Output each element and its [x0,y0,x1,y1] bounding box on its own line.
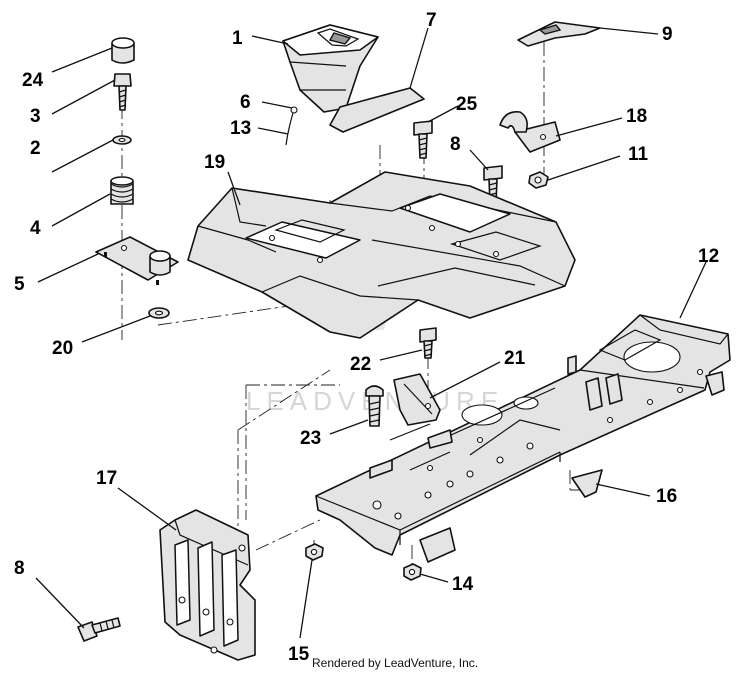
part-12-frame [315,314,731,563]
callout-5: 5 [14,274,25,295]
part-7-decal [329,87,425,133]
callout-6: 6 [240,92,251,113]
callout-20: 20 [52,338,73,359]
callout-11: 11 [628,144,649,165]
part-15-nut [305,543,324,561]
callout-2: 2 [30,138,41,159]
leader-lines [35,27,707,639]
callout-16: 16 [656,486,677,507]
part-19-fender [187,171,576,339]
callout-9: 9 [662,24,673,45]
part-22-bolt [419,327,437,359]
callout-1: 1 [232,28,243,49]
callout-numbers: 1 2 3 4 5 6 7 8 8 9 11 12 13 14 15 16 17… [14,10,719,665]
callout-8-lower: 8 [14,558,25,579]
part-1-console-tray [282,24,379,113]
callout-14: 14 [452,574,474,595]
callout-21: 21 [504,348,526,369]
part-4-spring [110,176,134,205]
part-18-clamp [499,110,561,153]
callout-4: 4 [30,218,41,239]
part-2-washer [112,135,132,145]
part-5-switch-plate [95,236,179,285]
callout-23: 23 [300,428,321,449]
part-8-bolt-lower [77,617,121,642]
callout-12: 12 [698,246,719,267]
callout-13: 13 [230,118,251,139]
part-17-side-plate [159,509,256,661]
part-25-bolt [413,120,433,159]
callout-17: 17 [96,468,117,489]
part-11-nut [528,171,549,189]
part-16-bumper [571,469,603,498]
callout-15: 15 [288,644,310,665]
part-3-bolt [113,73,132,111]
part-20-washer [148,307,170,319]
callout-22: 22 [350,354,371,375]
callout-8-upper: 8 [450,134,461,155]
callout-3: 3 [30,106,41,127]
part-9-bracket [517,21,601,47]
part-21-bracket [393,373,441,426]
part-24-cap [111,37,135,64]
part-14-nut [403,563,422,581]
part-6-13-wire [285,106,298,146]
callout-19: 19 [204,152,225,173]
callout-25: 25 [456,94,478,115]
part-23-carriage-bolt [365,385,384,427]
callout-7: 7 [426,10,437,31]
callout-18: 18 [626,106,647,127]
footer-credit: Rendered by LeadVenture, Inc. [312,656,478,670]
callout-24: 24 [22,70,44,91]
